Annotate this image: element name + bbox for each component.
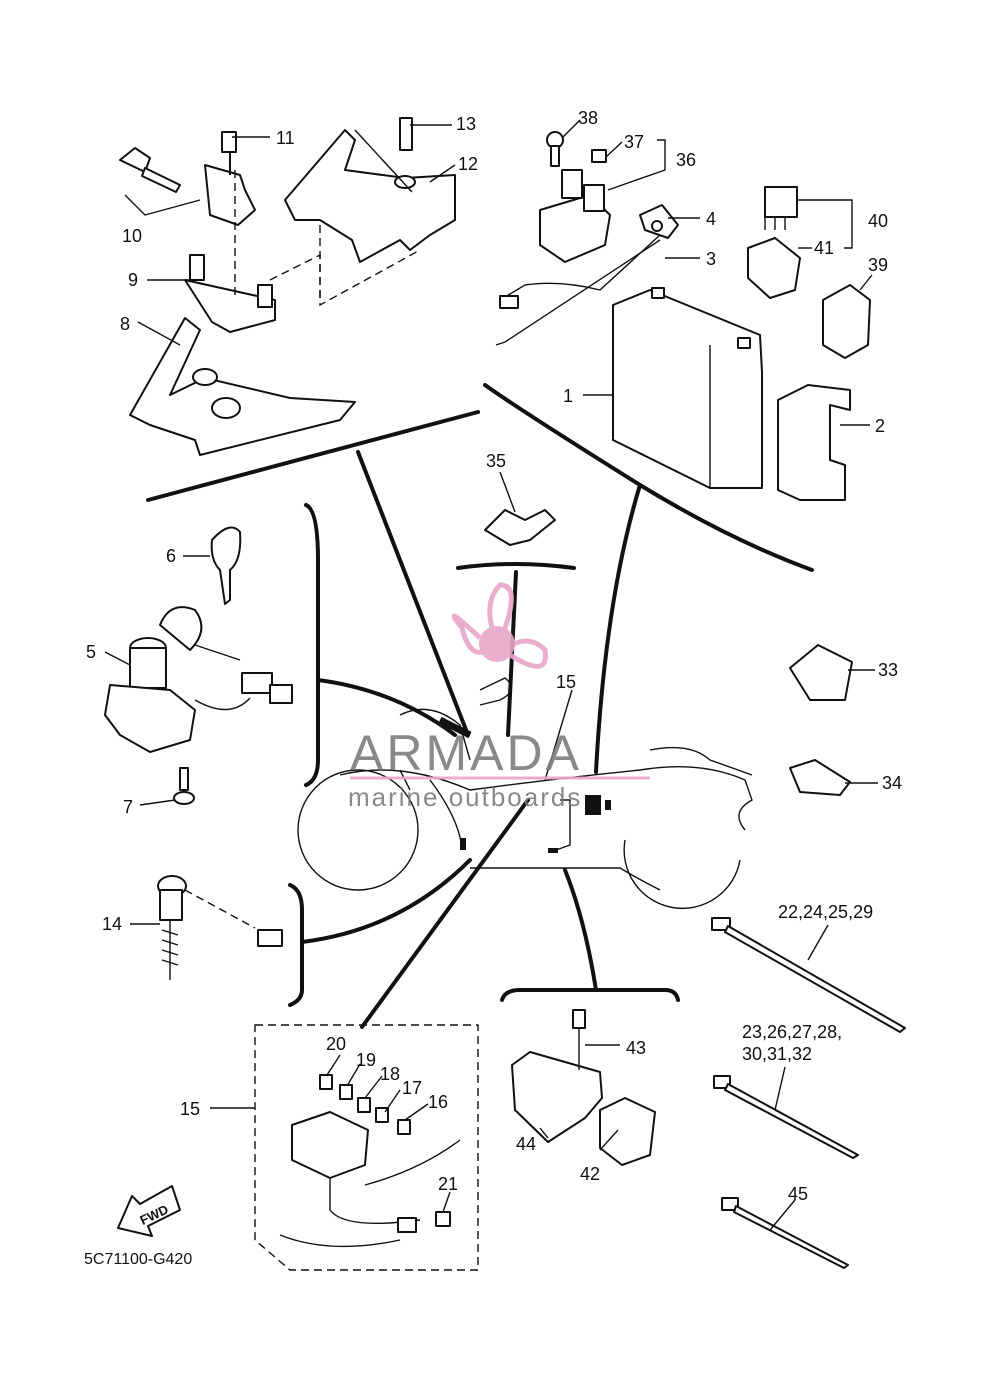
label-11: 11 [276,128,295,148]
label-17: 17 [402,1078,422,1098]
label-35: 35 [486,451,506,471]
sensor-44 [511,1051,603,1143]
label-6: 6 [166,546,176,566]
label-3: 3 [706,249,716,269]
label-30-31-32: 30,31,32 [742,1044,812,1064]
label-2: 2 [875,416,885,436]
label-39: 39 [868,255,888,275]
relay-41 [747,237,801,299]
label-19: 19 [356,1050,376,1070]
sensor-42 [599,1097,656,1166]
label-14: 14 [102,914,122,934]
fuse-box-group [254,1024,479,1271]
battery [612,287,763,489]
label-34: 34 [882,773,902,793]
label-4: 4 [706,209,716,229]
label-12: 12 [458,154,478,174]
label-23-26-27-28: 23,26,27,28, [742,1022,842,1042]
label-44: 44 [516,1134,536,1154]
label-45: 45 [788,1184,808,1204]
label-42: 42 [580,1164,600,1184]
label-8: 8 [120,314,130,334]
handlebar-cover-assembly [119,117,456,456]
clip-35 [484,509,556,546]
label-10: 10 [122,226,142,246]
label-leaders [104,119,878,1231]
vehicle-silhouette [297,677,753,910]
diagram-code: 5C71100-G420 [84,1251,192,1268]
label-15-harness: 15 [556,672,576,692]
label-18: 18 [380,1064,400,1084]
label-38: 38 [578,108,598,128]
label-15-fusebox: 15 [180,1099,200,1119]
cable-tie-22 [711,917,906,1033]
battery-band [777,384,851,501]
relay-assembly [495,131,679,346]
switch-14 [157,875,283,980]
bolt-43 [572,1009,586,1070]
watermark: ARMADA marine outboards [348,582,650,812]
main-switch [104,606,293,805]
label-21: 21 [438,1174,458,1194]
label-33: 33 [878,660,898,680]
label-22-24-25-29: 22,24,25,29 [778,902,873,922]
label-16: 16 [428,1092,448,1112]
cable-tie-23 [713,1075,859,1159]
label-37: 37 [624,132,644,152]
label-36: 36 [676,150,696,170]
watermark-tagline: marine outboards [348,782,582,812]
label-20: 20 [326,1034,346,1054]
label-1: 1 [563,386,573,406]
relay-39 [822,284,871,359]
label-40: 40 [868,211,888,231]
clamp-33 [789,644,853,701]
cable-tie-45 [721,1197,849,1269]
callout-labels: 1 2 3 4 5 6 7 8 9 10 11 12 13 14 15 15 1… [84,108,902,1268]
label-13: 13 [456,114,476,134]
label-41: 41 [814,238,834,258]
propeller-logo-icon [451,582,549,669]
key [210,526,242,605]
relay-40 [764,186,798,230]
label-7: 7 [123,797,133,817]
watermark-brand: ARMADA [350,725,582,781]
clamp-34 [789,759,851,796]
label-5: 5 [86,642,96,662]
label-43: 43 [626,1038,646,1058]
fwd-arrow-icon: FWD [117,1185,181,1237]
label-9: 9 [128,270,138,290]
